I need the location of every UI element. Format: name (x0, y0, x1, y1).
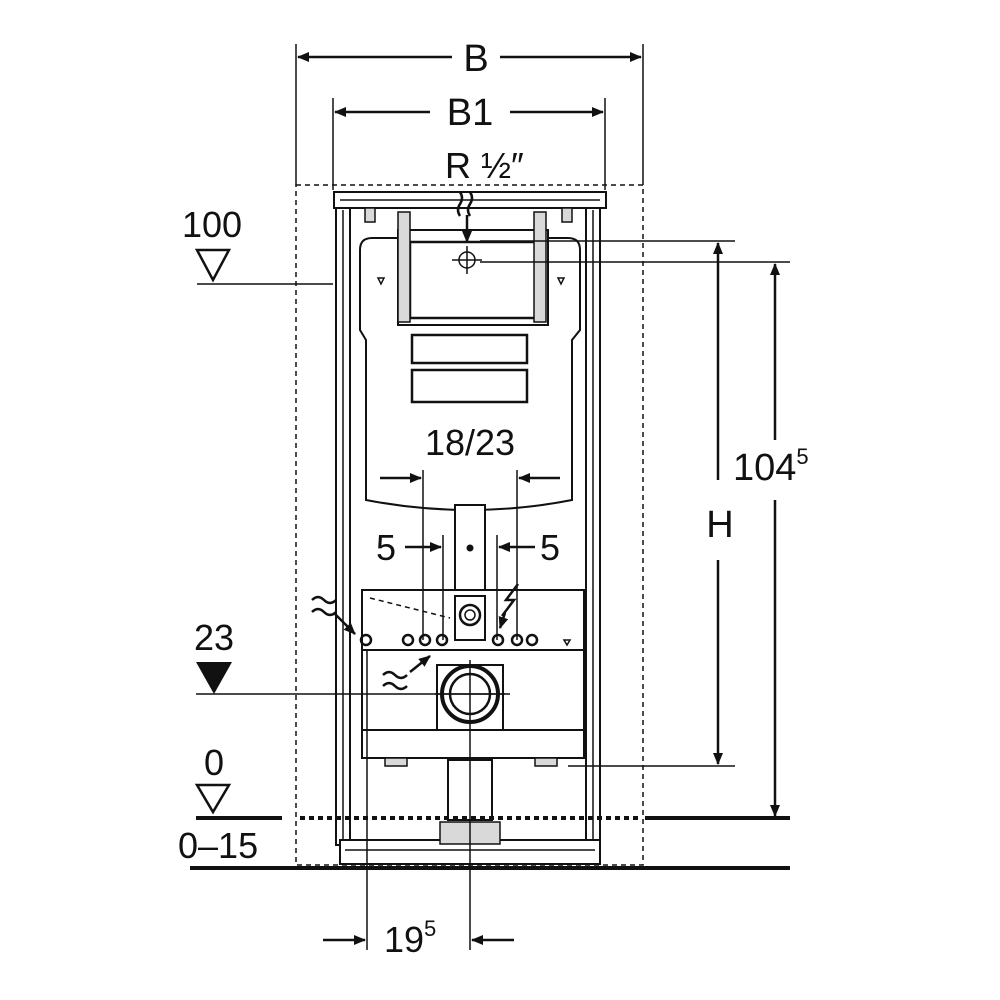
level-23: 23 (194, 617, 510, 695)
dimension-18-23: 18/23 (380, 422, 560, 640)
dimension-offsets: 5 5 (376, 527, 560, 640)
frame-feet (384, 757, 558, 767)
dimension-195-base: 19 (384, 919, 424, 960)
dimension-b1-label: B1 (447, 92, 493, 134)
dimension-1045-base: 104 (733, 447, 796, 489)
level-0-label: 0 (204, 742, 224, 783)
svg-text:1045: 1045 (733, 444, 809, 489)
svg-text:195: 195 (384, 916, 436, 960)
lightning-icon (498, 583, 519, 629)
triangle-marker-icon (194, 248, 232, 283)
level-100-label: 100 (182, 204, 242, 245)
dimension-195-sup: 5 (424, 916, 436, 941)
wavy-drain-icon (311, 595, 431, 691)
top-rail (333, 191, 607, 223)
triangle-marker-icon (194, 783, 232, 815)
water-connection-label: R ½″ (445, 145, 524, 186)
dimension-18-23-label: 18/23 (425, 422, 515, 463)
dimension-195: 195 (323, 650, 514, 960)
level-23-label: 23 (194, 617, 234, 658)
dimension-h-label: H (706, 504, 733, 546)
triangle-marker-icon (196, 662, 232, 694)
level-100: 100 (182, 204, 333, 285)
dimension-1045: 1045 (480, 261, 809, 817)
dimension-offset-left-label: 5 (376, 527, 396, 568)
dimension-offset-right-label: 5 (540, 527, 560, 568)
wavy-water-icon (456, 191, 474, 243)
dimension-b1: B1 (332, 92, 606, 190)
level-0: 0 0–15 (178, 742, 790, 870)
dimension-b-label: B (463, 38, 488, 80)
floor-range-label: 0–15 (178, 825, 258, 866)
connector (454, 595, 486, 641)
cistern (359, 211, 581, 511)
dimension-1045-sup: 5 (796, 444, 808, 469)
flush-pipe (454, 504, 486, 591)
dimension-b: B (295, 38, 644, 185)
dimension-h: H (480, 240, 735, 767)
